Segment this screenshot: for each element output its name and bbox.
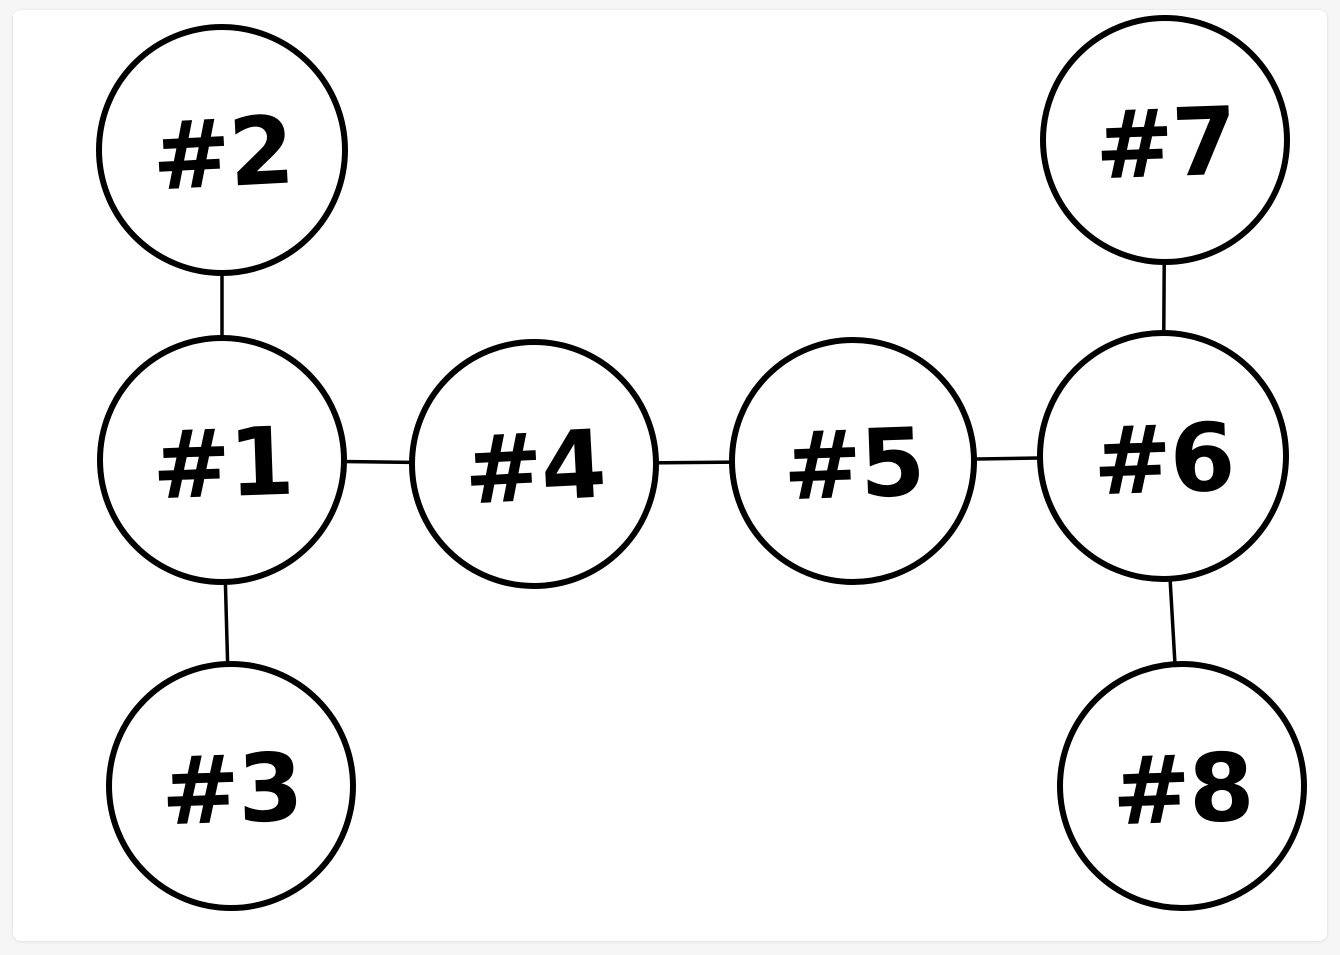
node-label-3: #3 xyxy=(159,734,303,848)
node-circle-1[interactable] xyxy=(97,335,347,585)
graph-node-5[interactable]: #5 xyxy=(729,337,977,585)
graph-node-1[interactable]: #1 xyxy=(97,335,347,585)
node-label-5: #5 xyxy=(781,409,925,523)
node-label-4: #4 xyxy=(461,410,607,526)
graph-node-4[interactable]: #4 xyxy=(409,339,659,589)
node-label-2: #2 xyxy=(149,96,295,212)
node-label-7: #7 xyxy=(1093,88,1237,202)
node-circle-3[interactable] xyxy=(106,661,356,911)
node-circle-2[interactable] xyxy=(96,24,348,276)
node-label-6: #6 xyxy=(1091,404,1235,518)
node-circle-7[interactable] xyxy=(1040,15,1290,265)
graph-node-3[interactable]: #3 xyxy=(106,661,356,911)
graph-node-8[interactable]: #8 xyxy=(1057,661,1307,911)
node-circle-4[interactable] xyxy=(409,339,659,589)
node-label-1: #1 xyxy=(150,408,294,522)
graph-node-2[interactable]: #2 xyxy=(96,24,348,276)
node-circle-5[interactable] xyxy=(729,337,977,585)
node-circle-8[interactable] xyxy=(1057,661,1307,911)
graph-node-6[interactable]: #6 xyxy=(1037,330,1289,582)
node-circle-6[interactable] xyxy=(1037,330,1289,582)
graph-node-7[interactable]: #7 xyxy=(1040,15,1290,265)
node-label-8: #8 xyxy=(1110,734,1254,848)
